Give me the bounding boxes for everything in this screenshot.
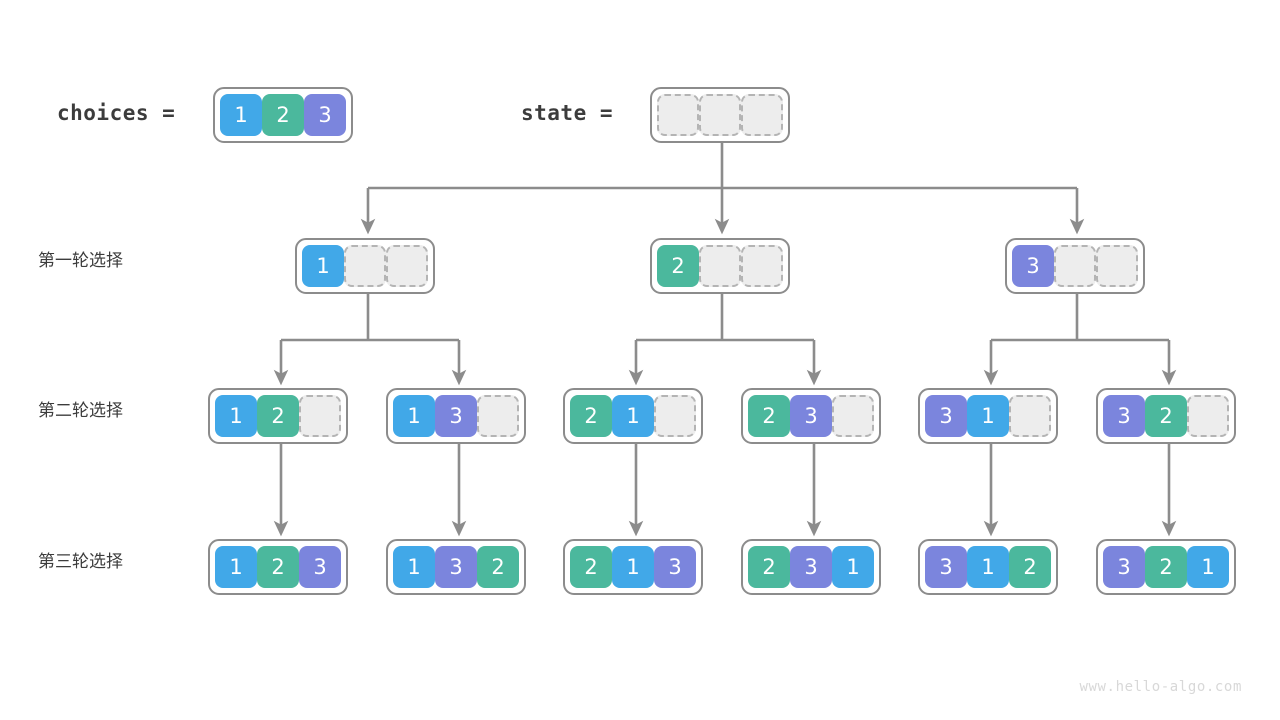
array-cell-filled: 3: [1103, 395, 1145, 437]
array-cell-empty: [1009, 395, 1051, 437]
array-cell-filled: 3: [304, 94, 346, 136]
array-cell-filled: 3: [299, 546, 341, 588]
round-label-1: 第一轮选择: [38, 251, 123, 271]
array-cell-filled: 2: [748, 546, 790, 588]
array-cell-filled: 2: [1145, 395, 1187, 437]
state-node-r1-1: 1: [295, 238, 435, 294]
array-cell-filled: 1: [393, 395, 435, 437]
array-cell-empty: [477, 395, 519, 437]
array-cell-filled: 1: [215, 546, 257, 588]
array-cell-filled: 1: [302, 245, 344, 287]
array-cell-filled: 1: [215, 395, 257, 437]
round-label-3: 第三轮选择: [38, 552, 123, 572]
array-cell-filled: 3: [790, 546, 832, 588]
state-node-r1-2: 2: [650, 238, 790, 294]
array-cell-filled: 1: [612, 395, 654, 437]
array-cell-empty: [1096, 245, 1138, 287]
array-cell-filled: 3: [790, 395, 832, 437]
array-cell-empty: [1187, 395, 1229, 437]
array-cell-empty: [657, 94, 699, 136]
array-cell-filled: 2: [748, 395, 790, 437]
round-label-2: 第二轮选择: [38, 401, 123, 421]
array-cell-filled: 2: [570, 546, 612, 588]
array-cell-filled: 2: [477, 546, 519, 588]
array-cell-filled: 3: [435, 395, 477, 437]
array-cell-filled: 2: [257, 395, 299, 437]
array-cell-filled: 1: [393, 546, 435, 588]
array-cell-filled: 2: [657, 245, 699, 287]
array-cell-filled: 1: [832, 546, 874, 588]
array-cell-empty: [386, 245, 428, 287]
array-cell-empty: [741, 245, 783, 287]
array-cell-filled: 3: [925, 395, 967, 437]
array-cell-filled: 1: [967, 395, 1009, 437]
array-cell-empty: [344, 245, 386, 287]
watermark: www.hello-algo.com: [1079, 679, 1242, 695]
choices-label: choices =: [57, 101, 176, 125]
array-cell-filled: 1: [612, 546, 654, 588]
array-cell-filled: 3: [654, 546, 696, 588]
array-cell-filled: 1: [1187, 546, 1229, 588]
state-node-r1-3: 3: [1005, 238, 1145, 294]
array-cell-empty: [832, 395, 874, 437]
state-array: [650, 87, 790, 143]
array-cell-filled: 2: [257, 546, 299, 588]
array-cell-empty: [741, 94, 783, 136]
array-cell-empty: [699, 245, 741, 287]
array-cell-filled: 2: [262, 94, 304, 136]
array-cell-filled: 3: [435, 546, 477, 588]
array-cell-empty: [1054, 245, 1096, 287]
array-cell-empty: [299, 395, 341, 437]
state-label: state =: [521, 101, 614, 125]
array-cell-filled: 3: [925, 546, 967, 588]
array-cell-filled: 3: [1012, 245, 1054, 287]
array-cell-filled: 1: [220, 94, 262, 136]
array-cell-empty: [699, 94, 741, 136]
array-cell-filled: 3: [1103, 546, 1145, 588]
array-cell-filled: 1: [967, 546, 1009, 588]
array-cell-filled: 2: [570, 395, 612, 437]
array-cell-filled: 2: [1145, 546, 1187, 588]
array-cell-filled: 2: [1009, 546, 1051, 588]
array-cell-empty: [654, 395, 696, 437]
